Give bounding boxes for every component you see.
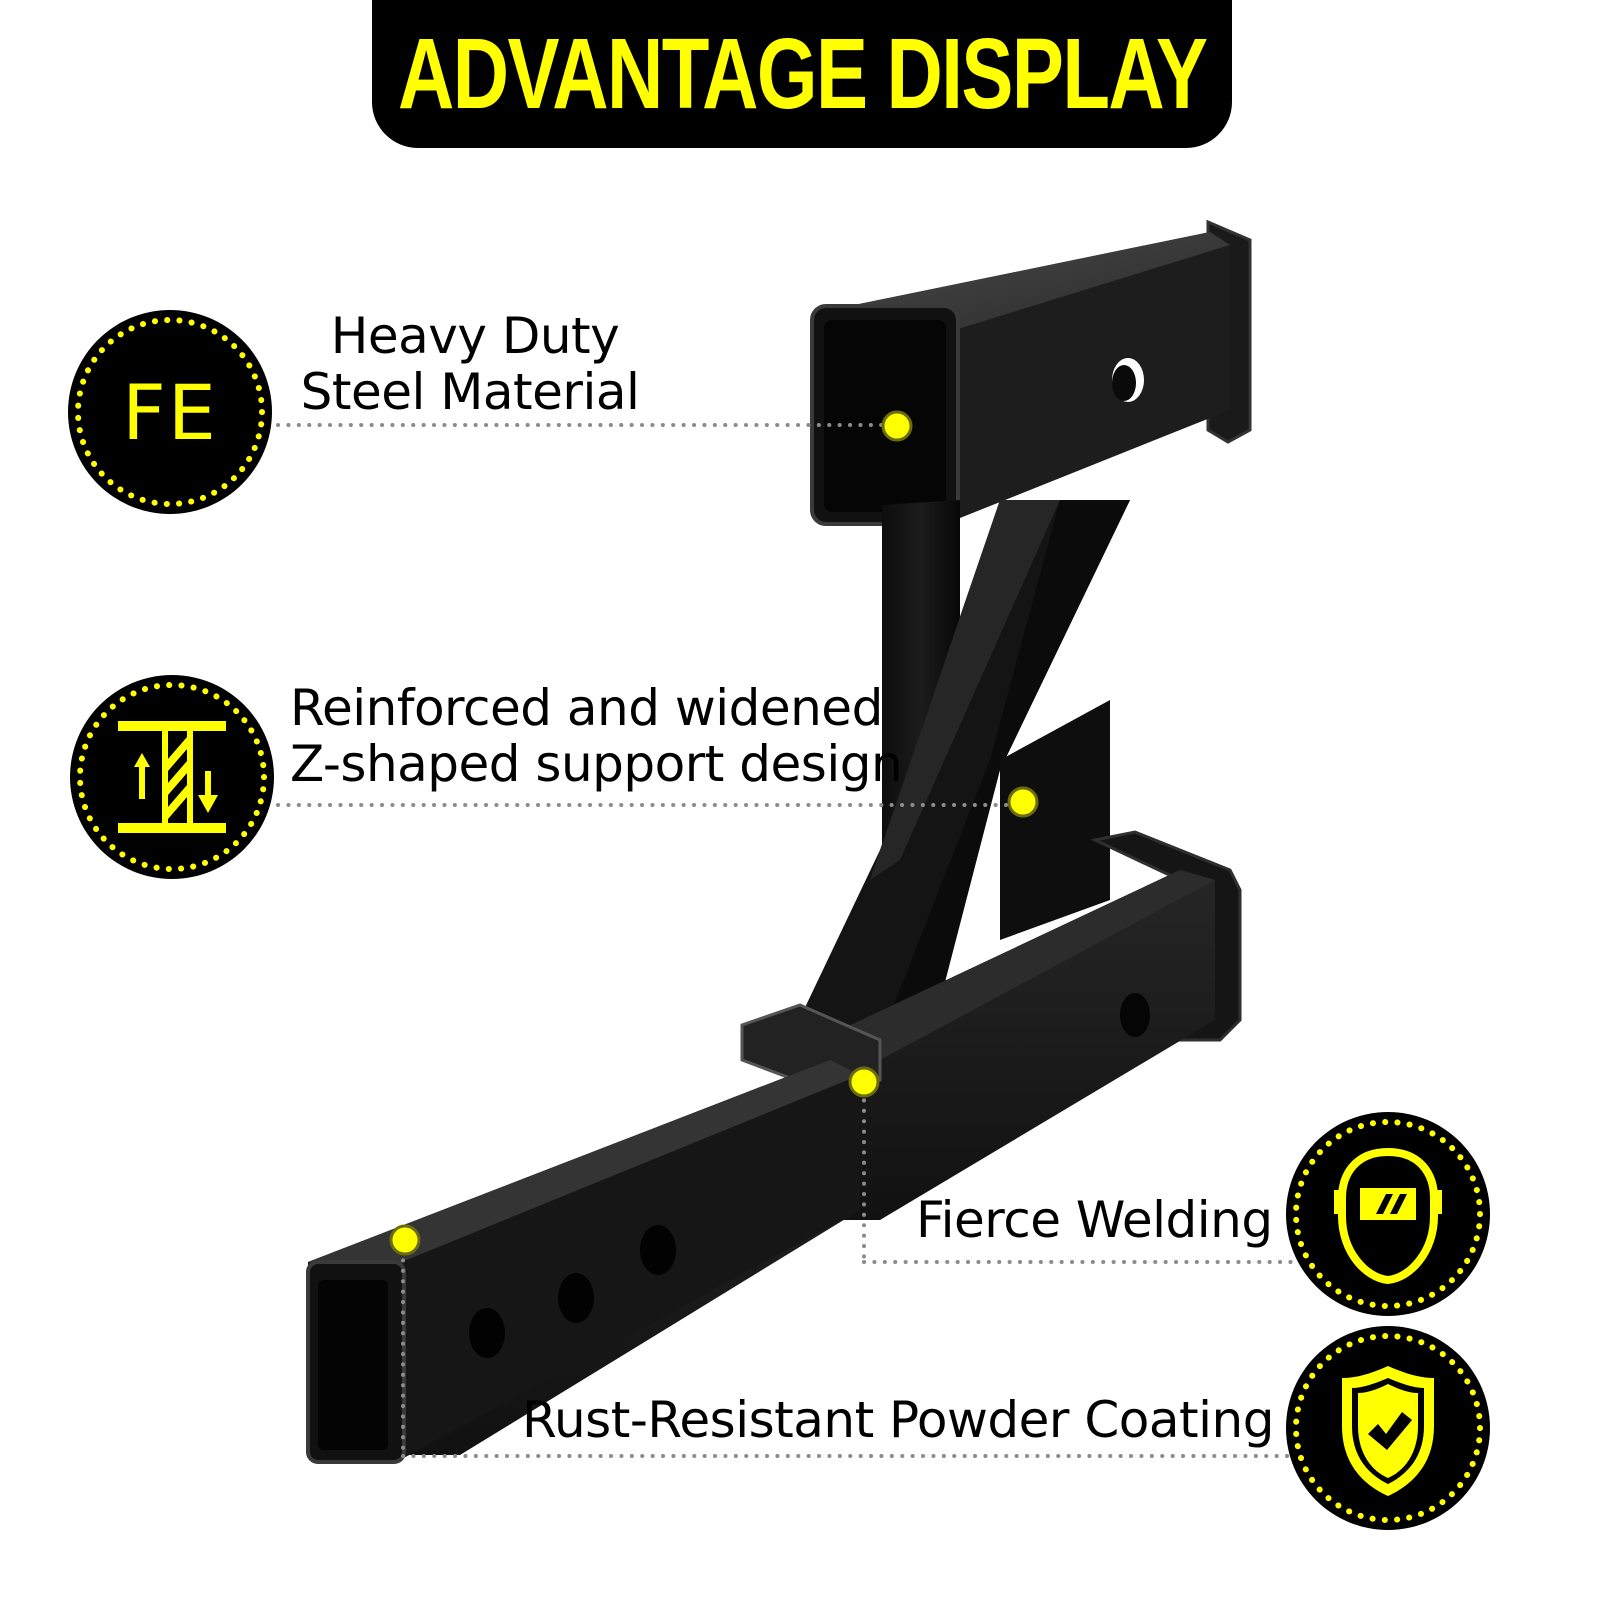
i-beam-support-icon [77,682,267,872]
label-steel: Heavy Duty Steel Material [300,307,640,421]
badge-welding [1286,1112,1490,1316]
badge-steel: FE [68,310,272,514]
badge-support [70,675,274,879]
header-banner: ADVANTAGE DISPLAY [372,0,1232,148]
label-coating: Rust-Resistant Powder Coating [522,1391,1274,1449]
dotted-ring-icon [75,317,265,507]
label-welding: Fierce Welding [916,1191,1273,1249]
banner-title: ADVANTAGE DISPLAY [397,18,1208,130]
shield-check-icon [1293,1333,1483,1523]
badge-coating [1286,1326,1490,1530]
welding-mask-icon [1293,1119,1483,1309]
label-support: Reinforced and widened Z-shaped support … [290,679,903,793]
fe-element-icon: FE [122,367,218,457]
